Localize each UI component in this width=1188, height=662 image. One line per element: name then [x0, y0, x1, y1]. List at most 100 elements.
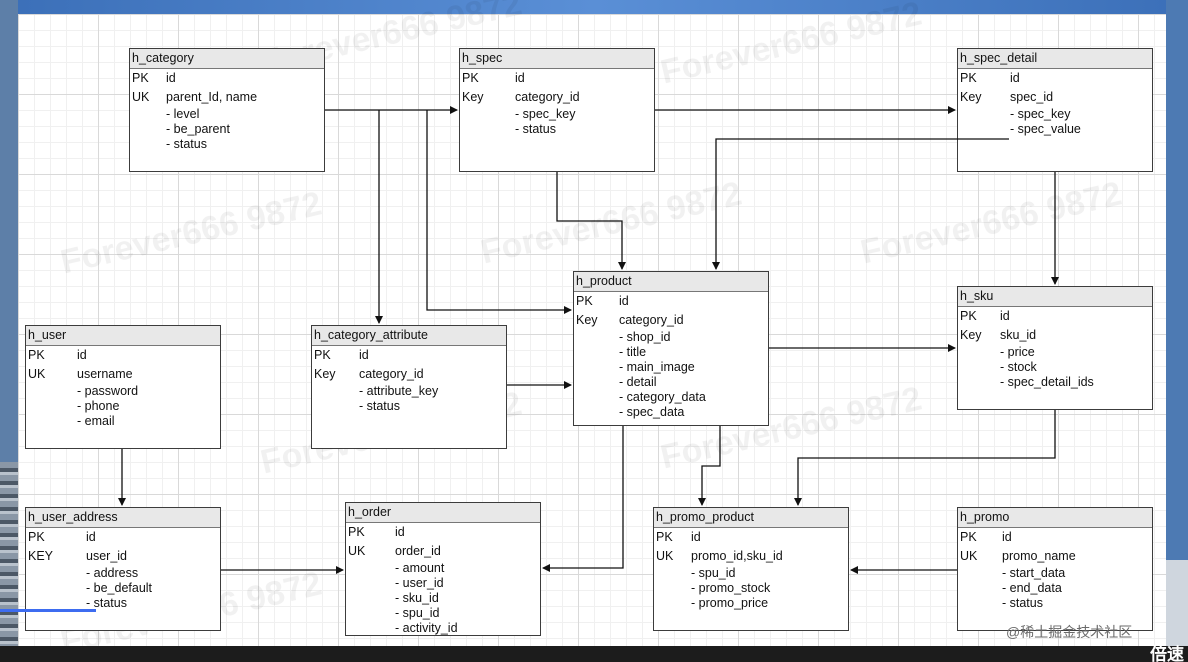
- right-background-panel: [1166, 560, 1188, 662]
- edge-spec-to-product: [556, 172, 626, 270]
- progress-indicator: [0, 609, 96, 612]
- field-item: - end_data: [1002, 581, 1062, 595]
- field-item: - email: [77, 414, 115, 428]
- key-field: id: [1010, 71, 1020, 85]
- field-item: - category_data: [619, 390, 706, 404]
- key-type: PK: [576, 294, 593, 308]
- table-name: h_order: [346, 503, 540, 523]
- key-type: Key: [314, 367, 336, 381]
- key-type: Key: [960, 90, 982, 104]
- field-item: - promo_stock: [691, 581, 771, 595]
- field-item: - detail: [619, 375, 657, 389]
- field-item: - spec_key: [515, 107, 576, 121]
- key-type: KEY: [28, 549, 54, 563]
- field-item: - spec_data: [619, 405, 685, 419]
- field-item: - shop_id: [619, 330, 671, 344]
- bottom-control-bar: [0, 646, 1188, 662]
- key-row: PK id: [574, 292, 768, 311]
- field-item: - spu_id: [395, 606, 440, 620]
- key-field: category_id: [619, 313, 684, 327]
- edge-spec-detail-to-product: [712, 138, 1009, 270]
- key-type: PK: [656, 530, 673, 544]
- field-item: - stock: [1000, 360, 1037, 374]
- field-item: - status: [86, 596, 127, 610]
- edge-sku-to-promo-product: [794, 410, 1056, 506]
- field-item: - address: [86, 566, 139, 580]
- key-field: parent_Id, name: [166, 90, 258, 104]
- key-row: Key category_id: [574, 311, 768, 330]
- field-item: - activity_id: [395, 621, 458, 635]
- field-item: - start_data: [1002, 566, 1066, 580]
- field-item: - be_parent: [166, 122, 230, 136]
- key-type: PK: [960, 309, 977, 323]
- table-name: h_promo: [958, 508, 1152, 528]
- key-field: category_id: [515, 90, 580, 104]
- field-item: - main_image: [619, 360, 695, 374]
- field-item: - phone: [77, 399, 120, 413]
- right-background-strip: [1166, 0, 1188, 662]
- field-item: - user_id: [395, 576, 444, 590]
- table-name: h_sku: [958, 287, 1152, 307]
- field-item: - title: [619, 345, 647, 359]
- table-name: h_user_address: [26, 508, 220, 528]
- field-item: - price: [1000, 345, 1035, 359]
- table-name: h_promo_product: [654, 508, 848, 528]
- key-type: UK: [28, 367, 46, 381]
- table-name: h_category: [130, 49, 324, 69]
- key-type: PK: [132, 71, 149, 85]
- key-field: promo_name: [1002, 549, 1076, 563]
- edge-category-to-product: [426, 110, 572, 314]
- edge-product-to-promo-product: [698, 426, 721, 506]
- key-type: Key: [960, 328, 982, 342]
- key-field: promo_id,sku_id: [691, 549, 783, 563]
- key-field: id: [619, 294, 629, 308]
- top-window-bar: [0, 0, 1188, 16]
- key-row: Key category_id: [312, 365, 506, 384]
- key-field: id: [77, 348, 87, 362]
- key-field: id: [1000, 309, 1010, 323]
- key-field: category_id: [359, 367, 424, 381]
- field-item: - spec_key: [1010, 107, 1071, 121]
- key-field: id: [1002, 530, 1012, 544]
- table-name: h_spec: [460, 49, 654, 69]
- key-field: id: [359, 348, 369, 362]
- key-row: UK parent_Id, name: [130, 88, 324, 107]
- key-type: PK: [462, 71, 479, 85]
- field-item: - promo_price: [691, 596, 769, 610]
- key-type: PK: [28, 348, 45, 362]
- key-field: username: [77, 367, 133, 381]
- key-type: PK: [348, 525, 365, 539]
- key-type: UK: [132, 90, 150, 104]
- site-watermark: @稀土掘金技术社区: [1006, 624, 1133, 640]
- field-item: - sku_id: [395, 591, 439, 605]
- table-name: h_category_attribute: [312, 326, 506, 346]
- field-item: - status: [359, 399, 400, 413]
- edge-product-to-order: [542, 426, 624, 572]
- key-row: PK id: [654, 528, 848, 547]
- playback-speed-label[interactable]: 倍速: [1150, 645, 1184, 662]
- key-row: PK id: [26, 346, 220, 365]
- key-type: Key: [576, 313, 598, 327]
- key-field: id: [691, 530, 701, 544]
- field-item: - status: [1002, 596, 1043, 610]
- field-item: - attribute_key: [359, 384, 439, 398]
- table-name: h_user: [26, 326, 220, 346]
